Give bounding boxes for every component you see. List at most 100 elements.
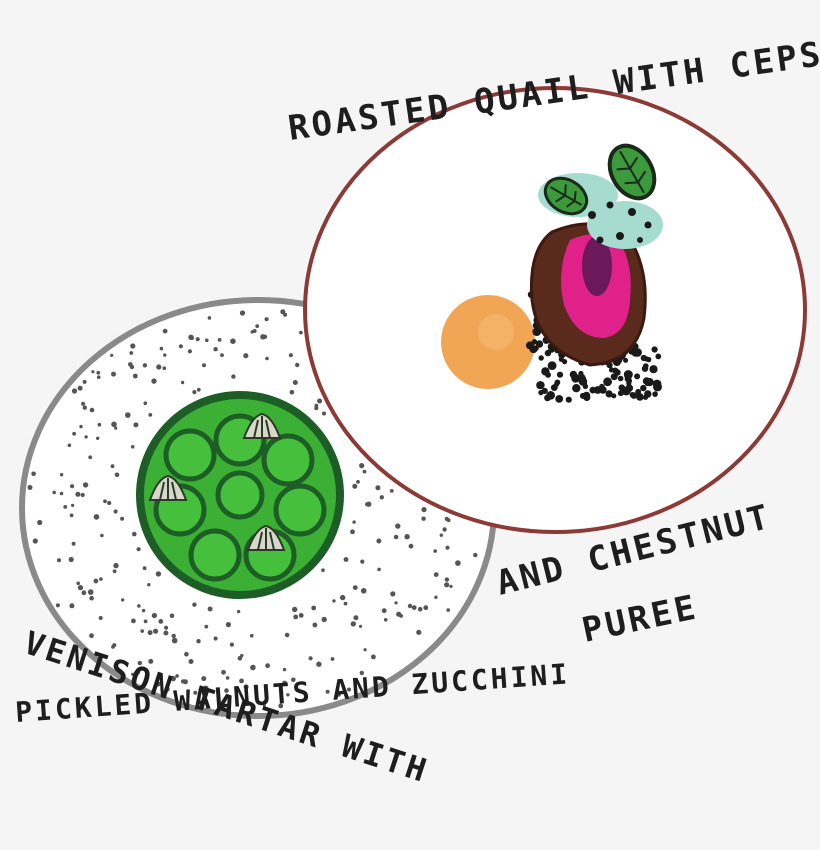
crumb: [538, 355, 544, 361]
speckle: [113, 562, 119, 569]
crumb: [636, 393, 644, 401]
crumb: [624, 375, 632, 383]
speckle: [444, 577, 450, 582]
speckle: [59, 473, 64, 477]
speckle: [71, 541, 76, 546]
speckle: [81, 401, 86, 406]
crumb: [618, 384, 626, 392]
speckle: [89, 595, 94, 601]
speckle: [347, 687, 351, 692]
crumb: [634, 373, 641, 380]
speckle: [96, 370, 101, 375]
speckle: [130, 343, 136, 349]
crumb: [623, 357, 629, 363]
speckle: [148, 413, 153, 417]
speckle: [153, 628, 159, 634]
speckle: [190, 336, 194, 340]
crumb: [599, 383, 605, 390]
speckle: [57, 558, 61, 563]
speckle: [352, 520, 356, 524]
crumb: [541, 387, 548, 394]
speckle: [282, 680, 288, 686]
speckle: [220, 353, 224, 357]
crumb: [605, 390, 613, 398]
speckle: [376, 538, 382, 544]
speckle: [362, 469, 367, 474]
speckle: [82, 405, 88, 410]
speckle: [394, 601, 398, 605]
speckle: [93, 514, 100, 520]
speckle: [59, 491, 64, 496]
speckle: [433, 549, 438, 553]
speckle: [314, 406, 319, 411]
speckle: [71, 388, 78, 394]
speckle: [107, 500, 112, 506]
speckle: [225, 676, 230, 680]
speckle: [151, 612, 157, 619]
crumb: [569, 370, 578, 379]
crumb: [603, 377, 612, 387]
speckle: [393, 534, 399, 540]
speckle: [128, 362, 133, 367]
speckle: [120, 516, 125, 521]
crumb: [555, 395, 564, 403]
crumb: [544, 394, 551, 402]
speckle: [89, 633, 94, 639]
speckle: [147, 630, 153, 636]
speckle: [389, 489, 394, 493]
speckle: [291, 677, 296, 683]
speckle: [444, 582, 450, 588]
crumb: [640, 354, 647, 362]
speckle: [164, 625, 169, 630]
speckle: [111, 421, 117, 428]
speckle: [132, 531, 137, 537]
speckle: [103, 499, 107, 504]
crumb: [629, 392, 635, 398]
speckle: [330, 657, 335, 661]
crumb: [646, 356, 652, 363]
speckle: [335, 691, 342, 697]
speckle: [359, 670, 364, 676]
speckle: [175, 674, 179, 678]
speckle: [332, 599, 336, 603]
crumb: [641, 365, 649, 372]
plate-speckles: [27, 309, 478, 709]
speckle: [113, 509, 118, 514]
speckle: [84, 435, 88, 439]
crumb: [547, 361, 557, 370]
speckle: [352, 585, 358, 590]
crumb: [582, 383, 589, 390]
speckle: [243, 684, 249, 690]
speckle: [142, 363, 148, 368]
speckle: [292, 606, 298, 613]
speckle: [180, 679, 186, 684]
speckle: [366, 501, 372, 507]
speckle: [317, 398, 323, 404]
speckle: [136, 547, 141, 552]
speckle: [359, 463, 365, 469]
speckle: [284, 632, 290, 638]
speckle: [282, 667, 287, 672]
speckle: [163, 353, 167, 357]
speckle: [224, 688, 229, 693]
speckle: [322, 411, 326, 416]
speckle: [148, 658, 154, 664]
speckle: [52, 490, 56, 495]
speckle: [356, 480, 360, 484]
speckle: [288, 353, 293, 358]
speckle: [265, 356, 269, 361]
speckle: [255, 324, 260, 328]
speckle: [70, 484, 75, 489]
speckle: [69, 513, 74, 518]
speckle: [217, 338, 222, 342]
speckle: [162, 366, 167, 371]
speckle: [112, 569, 117, 574]
speckle: [140, 629, 144, 633]
speckle: [293, 614, 299, 620]
speckle: [205, 338, 209, 343]
speckle: [114, 472, 120, 478]
speckle: [390, 591, 396, 597]
tartar-lobe: [273, 483, 327, 537]
speckle: [421, 507, 427, 513]
